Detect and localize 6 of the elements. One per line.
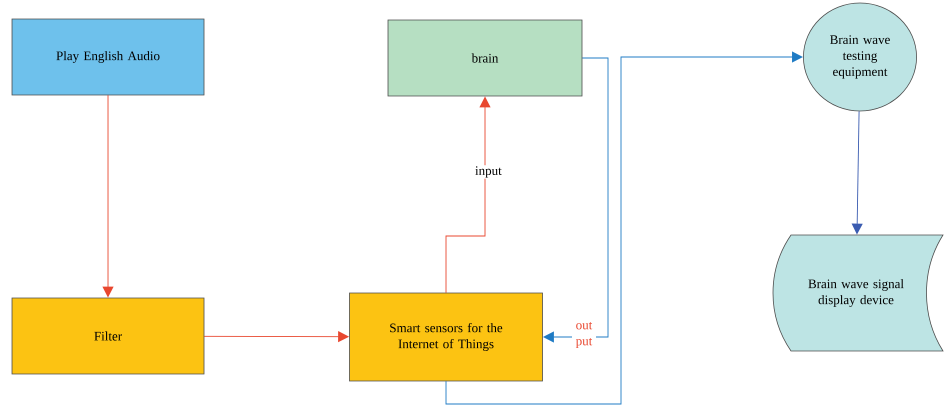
filter-box: Filter [12, 298, 204, 374]
audio-box: Play English Audio [12, 18, 204, 96]
edge-label: out put [572, 320, 596, 350]
sensor-box: Smart sensors for the Internet of Things [349, 292, 543, 382]
edge-label: input [474, 165, 502, 179]
brain-box: brain [388, 20, 582, 96]
